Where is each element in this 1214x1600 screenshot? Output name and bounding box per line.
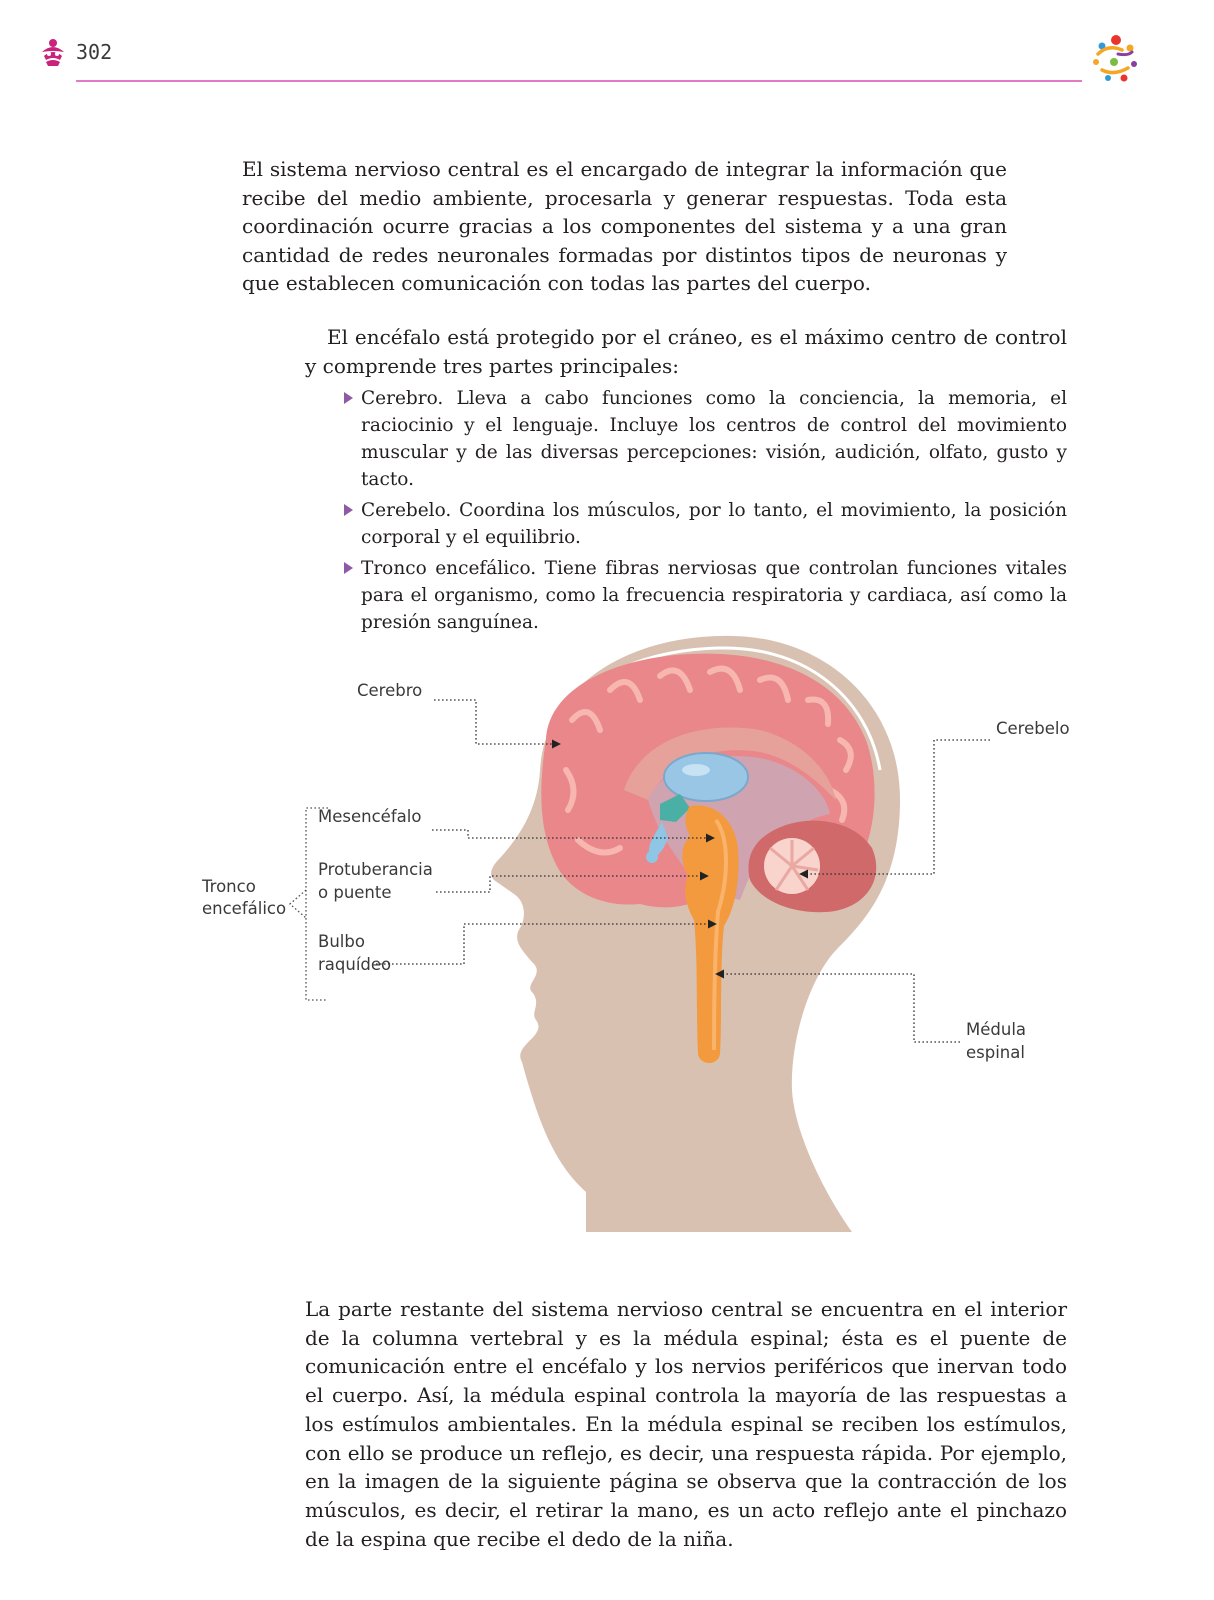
label-tronco: Tronco [201,877,256,896]
encephalon-intro-paragraph: El encéfalo está protegido por el cráneo… [305,325,1067,378]
spinal-cord-paragraph: La parte restante del sistema nervioso c… [305,1297,1067,1551]
brain-anatomy-diagram: Cerebro Cerebelo Mesencéfalo Protuberanc… [201,635,1070,1232]
purple-triangle-bullet-icon [344,504,353,516]
midbrain [660,794,690,822]
label-encefalico: encefálico [202,899,286,918]
label-cerebelo: Cerebelo [996,719,1070,738]
list-item-text: Tronco encefálico. Tiene fibras nerviosa… [361,558,1067,633]
page-number: 302 [76,40,113,64]
corpus-callosum [624,727,836,800]
label-o-puente: o puente [318,883,392,902]
label-raquideo: raquídeo [318,955,391,974]
label-medula: Médula [966,1020,1026,1039]
purple-triangle-bullet-icon [344,562,353,574]
leader-cerebro [434,699,561,749]
list-item: Cerebelo. Coordina los músculos, por lo … [343,497,1067,551]
list-item: Tronco encefálico. Tiene fibras nerviosa… [343,555,1067,636]
label-cerebro: Cerebro [357,681,422,700]
label-mesencefalo: Mesencéfalo [318,807,421,826]
label-protuberancia: Protuberancia [318,860,433,879]
leader-bulbo [376,919,717,965]
leader-cerebelo [799,739,990,879]
brain-parts-list: Cerebro. Lleva a cabo funciones como la … [343,385,1067,640]
leader-medula [715,969,960,1043]
label-bulbo: Bulbo [318,932,365,951]
colorful-dots-figure-logo-icon [1093,35,1137,82]
intro-paragraph: El sistema nervioso central es el encarg… [242,157,1007,296]
pituitary [648,822,668,857]
tronco-bracket [305,807,328,1001]
leader-mesencefalo [432,829,715,843]
header-divider [76,80,1082,82]
purple-triangle-bullet-icon [344,392,353,404]
list-item: Cerebro. Lleva a cabo funciones como la … [343,385,1067,493]
list-item-text: Cerebro. Lleva a cabo funciones como la … [361,388,1067,490]
magenta-flower-ornament-icon [42,39,64,66]
ventricle [663,752,749,802]
label-espinal: espinal [966,1043,1025,1062]
list-item-text: Cerebelo. Coordina los músculos, por lo … [361,500,1067,548]
